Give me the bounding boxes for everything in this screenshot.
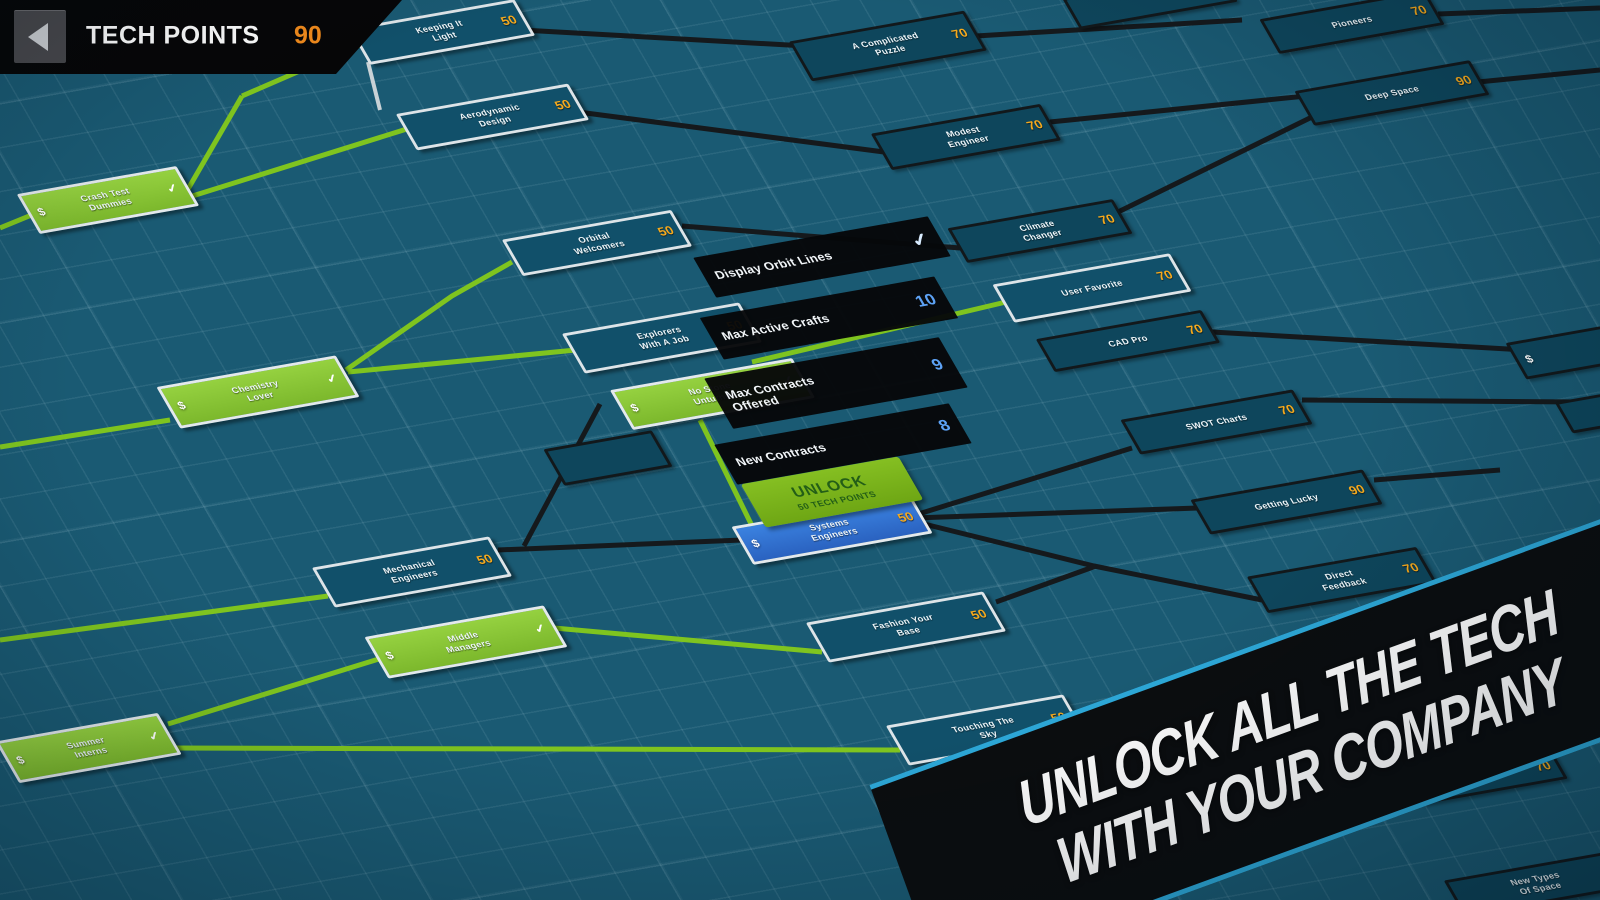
node-label: New Types Of Space [1508,870,1564,897]
dollar-icon: $ [174,398,189,413]
tech-points-value: 90 [294,21,322,50]
node-label: Summer Interns [64,735,109,760]
node-cost: 70 [1095,211,1118,227]
node-cost: 70 [1275,401,1298,418]
node-cost: 50 [551,96,574,113]
tree-edge-9 [0,593,329,643]
check-icon: ✓ [323,370,342,386]
node-cost: 50 [894,509,917,525]
node-cost: 70 [948,25,971,42]
tree-edge-21 [911,445,1133,519]
dollar-icon: $ [748,536,763,551]
node-label: Modest Engineer [944,124,992,150]
node-cost: 50 [497,12,520,28]
tree-edge-17 [1049,93,1307,125]
node-label: CAD Pro [1106,332,1150,349]
node-cost: 50 [967,606,990,622]
check-icon: ✓ [163,180,182,196]
tree-edge-3 [185,125,411,201]
node-cost: 70 [1023,117,1046,133]
tooltip-row-label: Max Active Crafts [719,311,833,343]
node-label: Keeping It Light [413,18,465,43]
tree-edge-24 [995,563,1097,605]
node-cost: 50 [654,223,677,239]
node-label: Middle Managers [444,630,493,655]
tooltip-row-label: Display Orbit Lines [712,249,836,282]
node-label: Fashion Your Base [871,612,936,638]
tree-edge-28 [1477,67,1600,85]
node-label [1592,407,1600,413]
dollar-icon: $ [382,648,397,663]
tree-edge-11 [169,745,901,753]
node-label: Direct Feedback [1320,568,1369,593]
tooltip-row-label: New Contracts [733,441,829,469]
node-label: Chemistry Lover [229,378,281,403]
dollar-icon: $ [13,753,27,767]
node-label: SWOT Charts [1183,412,1249,432]
node-label: Crash Test Dummies [78,186,134,213]
tree-edge-12 [553,625,823,655]
dollar-icon: $ [1522,352,1536,366]
node-label: Orbital Welcomers [572,231,627,257]
dollar-icon: $ [627,401,641,415]
tree-edge-26 [497,537,743,553]
tree-edge-16 [577,109,885,155]
node-cost: 90 [1345,481,1368,498]
header-bar: TECH POINTS 90 [0,0,402,74]
dollar-icon: $ [34,205,49,219]
tree-edge-22 [913,505,1199,521]
node-label: A Complicated Puzzle [849,31,921,58]
tree-edge-19 [1116,113,1316,215]
tree-edge-15 [975,17,1243,39]
node-cost: 70 [1183,321,1206,337]
node-label: Aerodynamic Design [456,102,522,129]
node-cost: 90 [1452,72,1475,89]
tree-edge-5 [344,259,514,373]
tree-edge-0 [0,211,35,231]
tree-edge-6 [347,347,577,375]
node-cost: 50 [473,551,496,567]
back-button[interactable] [14,10,66,63]
tooltip-row-value: 9 [928,355,947,374]
node-label [1564,347,1596,353]
node-cost: 70 [1153,267,1176,283]
tree-edge-31 [1373,467,1501,483]
node-label: Pioneers [1329,13,1375,30]
tree-edge-27 [1437,5,1600,17]
tree-edge-13 [366,61,382,111]
node-label: Getting Lucky [1251,491,1320,512]
node-cost: 70 [1407,2,1430,18]
tree-edge-29 [1301,397,1585,405]
node-label: Climate Changer [1017,218,1065,244]
page-title: TECH POINTS [86,21,260,50]
tree-edge-10 [167,655,383,727]
back-arrow-icon [28,23,48,51]
node-label [1134,0,1166,3]
tree-edge-4 [0,417,171,450]
tooltip-row-value: 8 [935,416,954,435]
node-cost: 70 [1399,560,1422,576]
node-label: User Favorite [1059,278,1125,298]
tree-edge-1 [181,94,245,198]
tooltip-row-label: Max Contracts Offered [722,374,818,414]
check-icon: ✓ [906,229,935,252]
node-label [592,455,624,461]
check-icon: ✓ [144,728,163,744]
node-label: Explorers With A Job [634,324,692,351]
tooltip-row-value: 10 [911,290,940,311]
node-label: Deep Space [1362,83,1421,102]
tree-edge-20 [1211,329,1561,355]
tree-edge-14 [521,27,807,49]
check-icon: ✓ [531,620,550,636]
node-label: Mechanical Engineers [381,558,440,585]
tree-edge-8 [697,418,759,536]
